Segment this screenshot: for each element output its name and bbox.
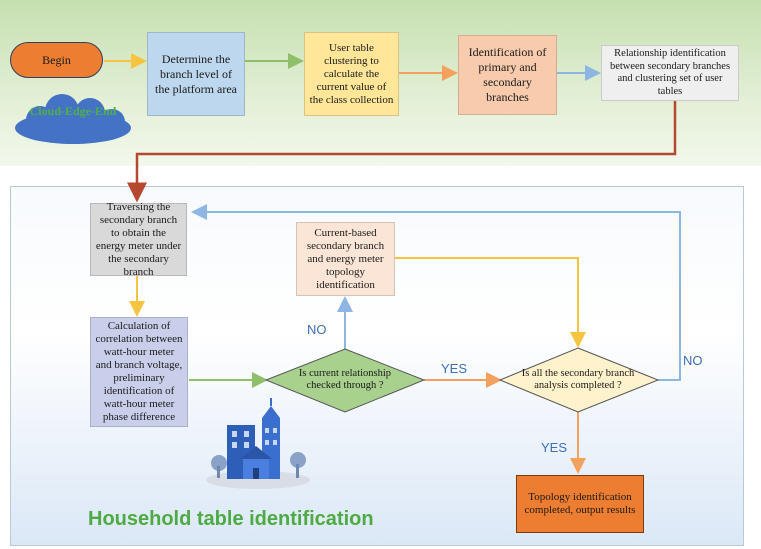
step-identify-branches: Identification of primary and secondary …: [458, 35, 557, 115]
section-title: Household table identification: [88, 508, 374, 530]
cloud-label: Cloud-Edge-End: [29, 104, 117, 118]
cloud-icon: [15, 94, 131, 144]
step-user-table-clustering: User table clustering to calculate the c…: [304, 32, 399, 116]
label-yes-middle: YES: [441, 361, 468, 376]
step-traversing: Traversing the secondary branch to obtai…: [90, 201, 187, 278]
label-no-right: NO: [683, 353, 703, 368]
analysis-complete-diamond: [498, 347, 660, 413]
step-current-based: Current-based secondary branch and energ…: [296, 222, 395, 296]
step-result: Topology identification completed, outpu…: [516, 475, 644, 533]
label-yes-bottom: YES: [541, 440, 568, 455]
analysis-complete-text: Is all the secondary branch analysis com…: [521, 367, 635, 392]
current-check-text: Is current relationship checked through …: [298, 367, 392, 392]
step-relationship-identification: Relationship identification between seco…: [601, 45, 739, 101]
current-check-diamond: [264, 348, 426, 413]
step-correlation: Calculation of correlation between watt-…: [90, 317, 188, 427]
city-buildings-icon: [206, 398, 310, 489]
arrow-relationship-to-traversing: [127, 101, 677, 203]
step-determine-branch-level: Determine the branch level of the platfo…: [147, 32, 245, 116]
arrow-analysis-to-traversing: [191, 204, 681, 381]
label-no-left: NO: [307, 322, 327, 337]
arrow-current-based-to-analysis: [395, 257, 586, 348]
begin-node: Begin: [10, 42, 103, 78]
